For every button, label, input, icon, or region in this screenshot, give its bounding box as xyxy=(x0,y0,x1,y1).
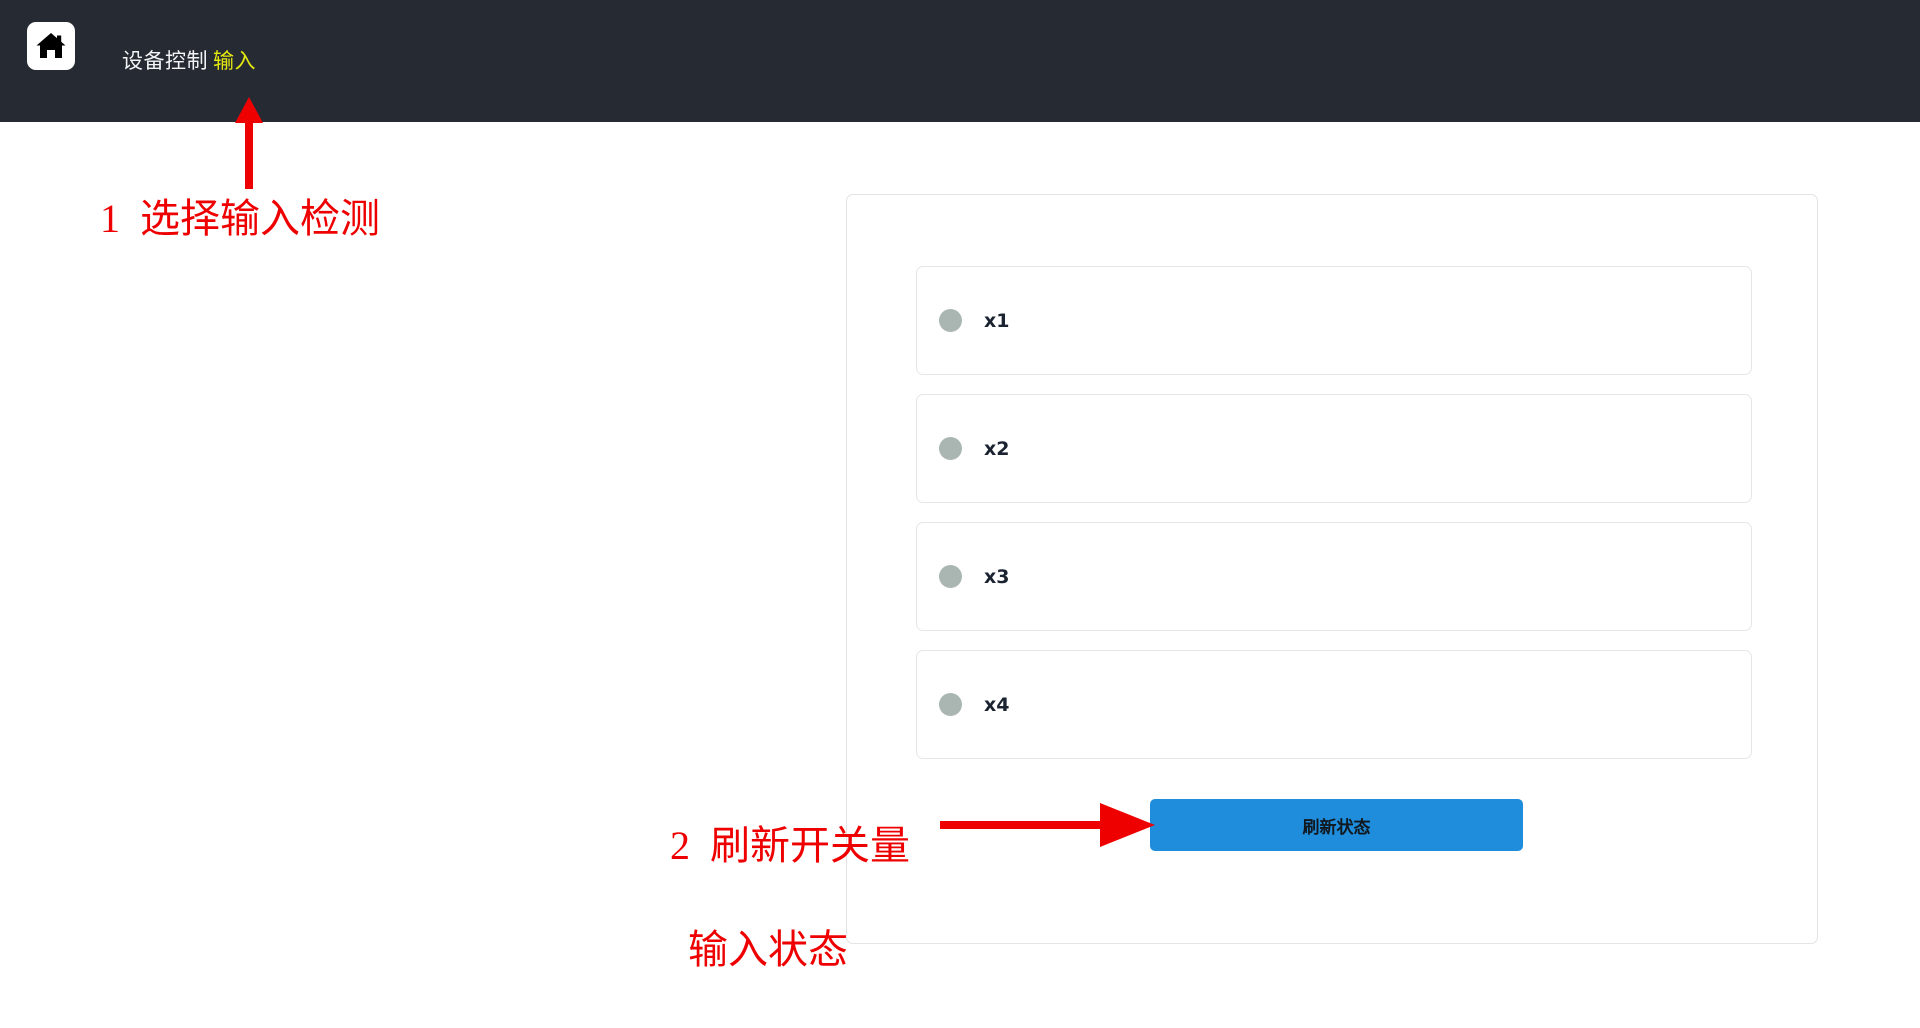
annotation-step-2-line-1: 2 刷新开关量 xyxy=(670,823,910,868)
input-status-panel: x1 x2 x3 x4 刷新状态 xyxy=(846,194,1818,944)
input-row-x2[interactable]: x2 xyxy=(916,394,1752,503)
input-row-x1[interactable]: x1 xyxy=(916,266,1752,375)
home-icon xyxy=(34,29,68,63)
input-list: x1 x2 x3 x4 xyxy=(916,266,1752,759)
annotation-step-2-line-2: 输入状态 xyxy=(688,927,848,972)
breadcrumb: 设备控制输入 xyxy=(122,48,256,76)
breadcrumb-item-input[interactable]: 输入 xyxy=(213,50,256,73)
home-button[interactable] xyxy=(27,22,75,70)
annotation-arrow-right xyxy=(940,803,1155,847)
input-row-x4[interactable]: x4 xyxy=(916,650,1752,759)
status-indicator-x4 xyxy=(939,693,962,716)
input-label-x4: x4 xyxy=(984,693,1010,716)
annotation-step-2: 2 刷新开关量 输入状态 xyxy=(650,768,910,1028)
annotation-step-1: 1 选择输入检测 xyxy=(100,196,380,241)
top-navbar: 设备控制输入 xyxy=(0,0,1920,122)
input-row-x3[interactable]: x3 xyxy=(916,522,1752,631)
status-indicator-x1 xyxy=(939,309,962,332)
refresh-status-button[interactable]: 刷新状态 xyxy=(1150,799,1523,851)
input-label-x3: x3 xyxy=(984,565,1010,588)
input-label-x2: x2 xyxy=(984,437,1010,460)
input-label-x1: x1 xyxy=(984,309,1010,332)
breadcrumb-item-device-control[interactable]: 设备控制 xyxy=(122,50,208,73)
status-indicator-x3 xyxy=(939,565,962,588)
annotation-arrow-up xyxy=(235,97,263,189)
status-indicator-x2 xyxy=(939,437,962,460)
